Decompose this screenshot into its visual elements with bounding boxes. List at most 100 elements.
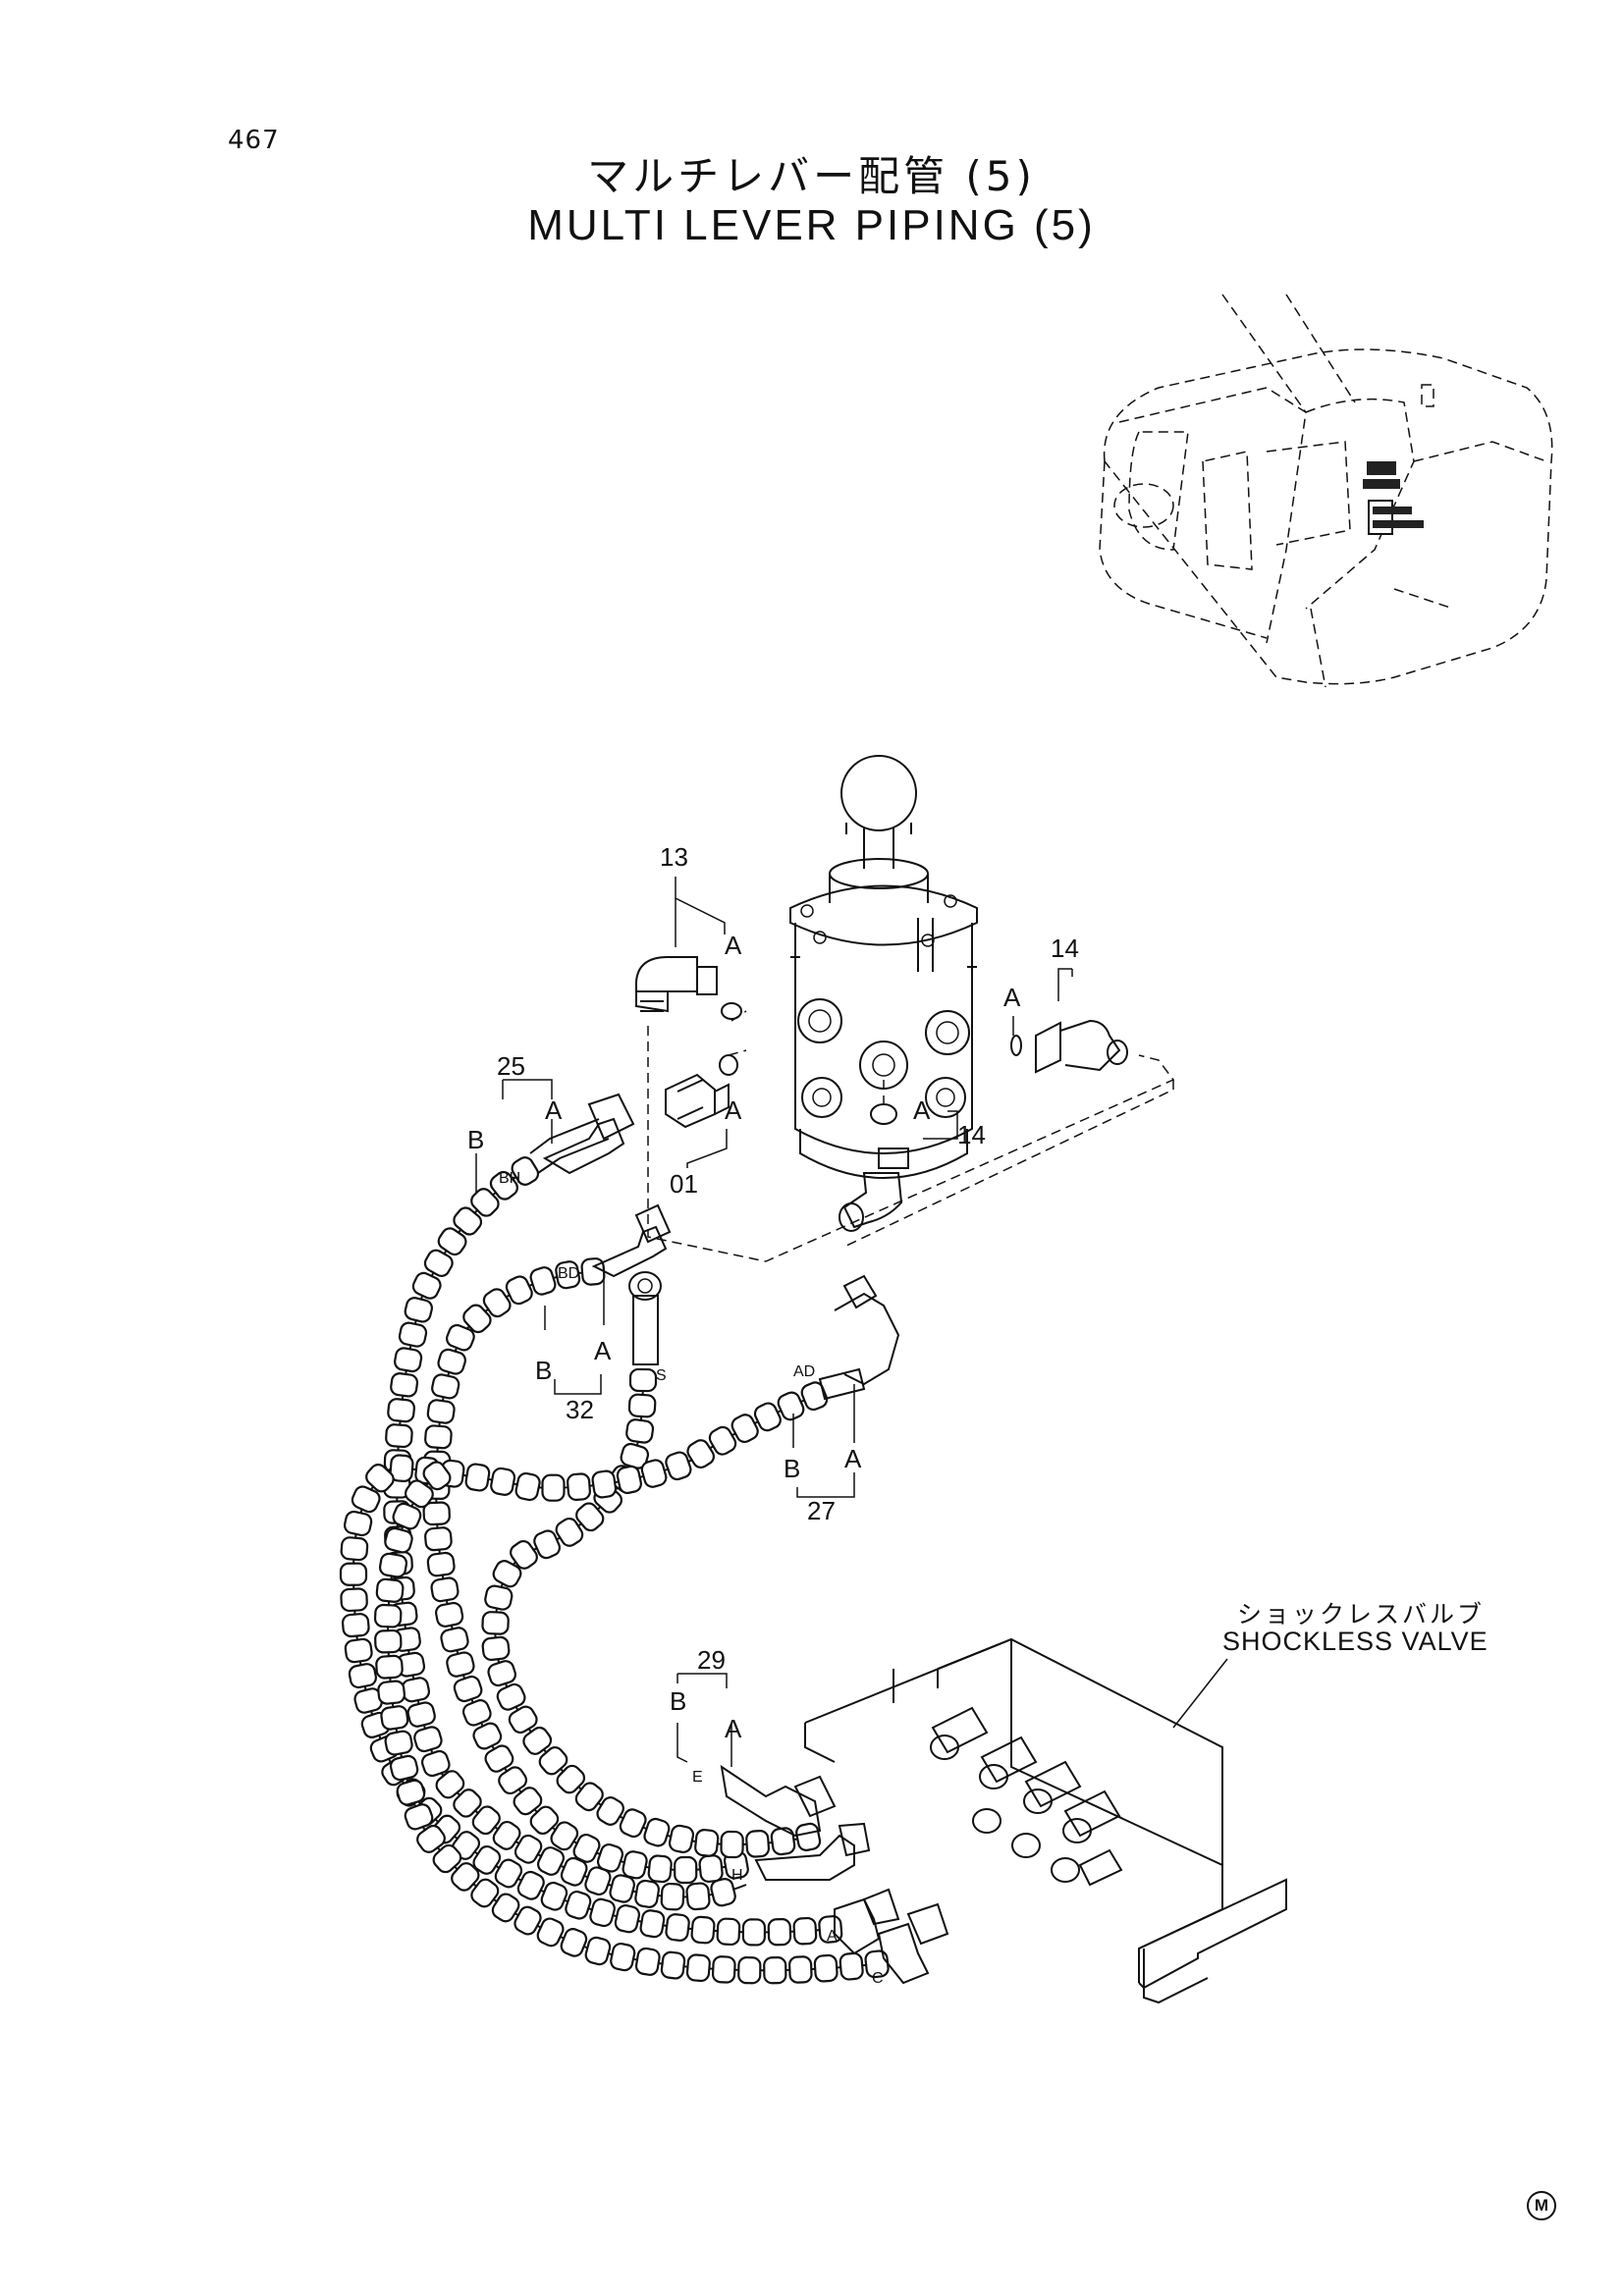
hose-guard-segment bbox=[505, 1275, 533, 1306]
multi-lever-location-marker bbox=[1363, 461, 1424, 535]
hose-guard-segment bbox=[461, 1699, 492, 1727]
hose-guard-segment bbox=[365, 1464, 395, 1493]
hose-guard-segment bbox=[373, 1603, 403, 1629]
hose-guard-segment bbox=[589, 1897, 616, 1928]
callout-letter-b: B bbox=[535, 1356, 552, 1385]
hose-guard-segment bbox=[494, 1858, 523, 1889]
hose-guard-segment bbox=[560, 1928, 588, 1957]
hose-guard-segment bbox=[572, 1833, 601, 1863]
callout-letter-a: A bbox=[725, 931, 742, 960]
hose-guard-segment bbox=[406, 1701, 436, 1728]
hose-guard-segment bbox=[533, 1529, 561, 1560]
callout-letter-a: A bbox=[844, 1444, 862, 1473]
page-number: 467 bbox=[228, 126, 280, 155]
hose-guard-segment bbox=[416, 1824, 446, 1853]
hose-guard-segment bbox=[484, 1584, 514, 1611]
hose-guard-segment bbox=[777, 1391, 805, 1421]
hose-guard-segment bbox=[795, 1822, 822, 1851]
hose-guard-segment bbox=[411, 1271, 442, 1300]
hose-guard-segment bbox=[453, 1675, 483, 1703]
page-title-english: MULTI LEVER PIPING (5) bbox=[527, 201, 1096, 249]
hose-guard-segment bbox=[481, 1635, 511, 1662]
hose-guard-segment bbox=[404, 1479, 434, 1509]
hose-guard-segment bbox=[685, 1882, 711, 1911]
callout-letter-b: B bbox=[670, 1686, 686, 1716]
o-ring bbox=[870, 1103, 897, 1125]
hose-guard-segment bbox=[492, 1820, 521, 1850]
hose-guard-segment bbox=[435, 1601, 464, 1628]
callout-letter-a: A bbox=[1003, 983, 1021, 1012]
hose-guard-segment bbox=[446, 1323, 475, 1352]
hose-guard-segment bbox=[516, 1870, 545, 1900]
hose-guard-segment bbox=[422, 1461, 452, 1491]
callout-brackets bbox=[475, 877, 1073, 1767]
hose-guard-segment bbox=[430, 1576, 460, 1603]
hose-guard-segment bbox=[668, 1824, 695, 1854]
callout-32: 32 bbox=[566, 1395, 594, 1424]
hose-guard-segment bbox=[464, 1463, 491, 1492]
shockless-valve-label-english: SHOCKLESS VALVE bbox=[1222, 1627, 1488, 1656]
hose-guard-segment bbox=[741, 1918, 767, 1947]
hose-guard-segment bbox=[390, 1372, 419, 1398]
hose-guard-segment bbox=[453, 1206, 483, 1236]
hose-guard-segment bbox=[426, 1399, 456, 1424]
hose-guard-segment bbox=[550, 1821, 579, 1851]
hose-guard-segment bbox=[514, 1905, 542, 1936]
hose-guard-segment bbox=[674, 1855, 698, 1885]
hose-guard-segment bbox=[482, 1288, 512, 1318]
hose-guard-segment bbox=[627, 1393, 657, 1418]
hose-guard-segment bbox=[556, 1764, 586, 1794]
hose-tag-bh: BH bbox=[499, 1170, 520, 1187]
hose-guard-segment bbox=[555, 1260, 581, 1290]
hose-guard-segment bbox=[492, 1560, 522, 1588]
valve-port bbox=[930, 1706, 1123, 1887]
hose-guard-segment bbox=[609, 1874, 635, 1903]
hose-guard-segment bbox=[394, 1347, 423, 1373]
fitting-elbow-14-lower bbox=[839, 1148, 909, 1232]
callout-27: 27 bbox=[807, 1496, 836, 1525]
multi-control-lever-valve bbox=[789, 755, 978, 1179]
shockless-valve-label-japanese: ショックレスバルブ bbox=[1237, 1600, 1486, 1629]
hose-guard-segment bbox=[385, 1423, 413, 1449]
hose-guard-segment bbox=[800, 1381, 829, 1412]
hose-guard-segment bbox=[628, 1367, 658, 1393]
hose-guard-segment bbox=[375, 1654, 404, 1680]
hose-guard-segment bbox=[453, 1789, 482, 1818]
hose-guard-segment bbox=[665, 1913, 690, 1942]
hose-guard-segment bbox=[392, 1502, 422, 1530]
hose-guard-segment bbox=[686, 1439, 716, 1469]
hose-guard-segment bbox=[440, 1627, 469, 1653]
hose-guard-segment bbox=[753, 1402, 782, 1432]
hose-tag-e: E bbox=[692, 1769, 703, 1786]
hose-guard-segment bbox=[481, 1611, 510, 1635]
hose-guard-segment bbox=[424, 1526, 453, 1552]
hose-guard-segment bbox=[730, 1414, 759, 1444]
hose-guard-segment bbox=[625, 1418, 655, 1444]
hose-guard-segment bbox=[538, 1746, 568, 1776]
hose-guard-segment bbox=[745, 1830, 771, 1858]
hose-guard-segment bbox=[377, 1680, 406, 1705]
hose-guard-segment bbox=[647, 1854, 673, 1884]
hose-guard-segment bbox=[387, 1398, 415, 1423]
hose-25-bh bbox=[529, 1118, 610, 1174]
hose-guard-segment bbox=[451, 1862, 480, 1892]
o-ring bbox=[1010, 1035, 1022, 1056]
hose-guard-segment bbox=[720, 1830, 744, 1859]
callout-13: 13 bbox=[660, 842, 688, 872]
hose-tag-ad: AD bbox=[793, 1363, 815, 1380]
hose-guard-segment bbox=[351, 1485, 381, 1514]
hose-guard-segment bbox=[384, 1526, 413, 1554]
hose-guard-segment bbox=[634, 1947, 661, 1976]
hose-guard-segment bbox=[685, 1953, 711, 1983]
hose-guard-segment bbox=[489, 1170, 518, 1201]
hose-tag-h: H bbox=[731, 1867, 743, 1884]
hose-guard-segment bbox=[496, 1682, 526, 1711]
hose-guard-segment bbox=[737, 1956, 762, 1985]
hose-guard-segment bbox=[404, 1803, 434, 1831]
hose-guard-segment bbox=[510, 1539, 538, 1570]
callout-29: 29 bbox=[697, 1645, 726, 1675]
hose-guard-segment bbox=[529, 1266, 557, 1296]
hose-guard-segment bbox=[378, 1552, 408, 1578]
hose-guard-segment bbox=[487, 1660, 516, 1687]
fitting-elbow-13 bbox=[635, 956, 718, 1013]
